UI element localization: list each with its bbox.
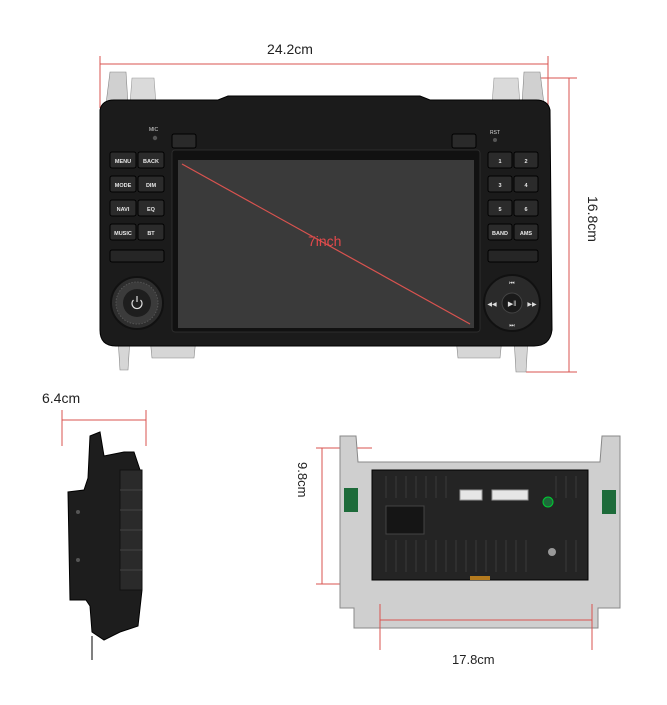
navi-button-label: NAVI — [117, 207, 130, 213]
rewind-icon[interactable]: ◀◀ — [487, 302, 497, 308]
left-slot-button[interactable] — [109, 249, 165, 263]
ams-button[interactable] — [513, 223, 539, 241]
connector-white-1 — [459, 489, 483, 501]
left-button-group: MENU BACK MODE DIM NAVI EQ MUSIC BT — [109, 151, 165, 263]
preset-2-button[interactable] — [513, 151, 539, 169]
rear-vents — [385, 476, 577, 572]
right-button-group: 1 2 3 4 5 6 BAND AMS — [487, 151, 539, 263]
width-label: 24.2cm — [267, 41, 313, 57]
preset-4-button[interactable] — [513, 175, 539, 193]
front-view: 24.2cm 16.8cm 7inch MIC RST — [99, 41, 601, 373]
preset-5-label: 5 — [498, 207, 501, 213]
next-track-icon[interactable]: ⏭ — [509, 323, 515, 329]
green-clip-left — [344, 488, 358, 512]
preset-3-label: 3 — [498, 183, 501, 189]
menu-button-label: MENU — [115, 159, 131, 165]
dim-button[interactable] — [137, 175, 165, 193]
band-button-label: BAND — [492, 231, 508, 237]
green-clip-right — [602, 490, 616, 514]
diagonal-label: 7inch — [308, 233, 341, 249]
play-pause-icon[interactable]: ▶‖ — [508, 301, 516, 308]
navi-button[interactable] — [109, 199, 137, 217]
mode-button-label: MODE — [115, 183, 132, 189]
depth-label: 6.4cm — [42, 390, 80, 406]
flap-left — [171, 133, 197, 149]
eq-button[interactable] — [137, 199, 165, 217]
bracket-top-right — [521, 71, 545, 105]
flap-right — [451, 133, 477, 149]
band-button[interactable] — [487, 223, 513, 241]
ams-button-label: AMS — [520, 231, 533, 237]
bracket-top-left — [105, 71, 129, 105]
screw-port — [548, 548, 556, 556]
side-view: 6.4cm — [42, 390, 147, 660]
menu-button[interactable] — [109, 151, 137, 169]
fuse-indicator — [470, 576, 490, 580]
power-icon — [131, 296, 143, 310]
preset-6-label: 6 — [524, 207, 527, 213]
preset-1-button[interactable] — [487, 151, 513, 169]
bt-button[interactable] — [137, 223, 165, 241]
height-label: 16.8cm — [585, 196, 601, 242]
dim-button-label: DIM — [146, 183, 157, 189]
volume-knob[interactable] — [110, 276, 164, 330]
fast-forward-icon[interactable]: ▶▶ — [527, 302, 537, 308]
preset-4-label: 4 — [524, 183, 528, 189]
back-button[interactable] — [137, 151, 165, 169]
rst-hole[interactable] — [493, 138, 497, 142]
rear-width-label: 17.8cm — [452, 652, 495, 667]
preset-3-button[interactable] — [487, 175, 513, 193]
preset-2-label: 2 — [524, 159, 527, 165]
back-button-label: BACK — [143, 159, 159, 165]
rear-view: 9.8cm — [295, 435, 621, 667]
mode-button[interactable] — [109, 175, 137, 193]
media-control-pad[interactable]: ▶‖ ⏮ ⏭ ◀◀ ▶▶ — [483, 274, 541, 332]
preset-1-label: 1 — [498, 159, 501, 165]
gps-antenna-port — [542, 496, 554, 508]
music-button-label: MUSIC — [114, 231, 132, 237]
rst-label: RST — [490, 130, 500, 136]
connector-block — [385, 505, 425, 535]
right-slot-button[interactable] — [487, 249, 539, 263]
preset-6-button[interactable] — [513, 199, 539, 217]
connector-white-2 — [491, 489, 529, 501]
diagonal-measure-line — [181, 163, 471, 325]
bt-button-label: BT — [147, 231, 155, 237]
preset-5-button[interactable] — [487, 199, 513, 217]
music-button[interactable] — [109, 223, 137, 241]
mic-label: MIC — [149, 127, 159, 133]
previous-track-icon[interactable]: ⏮ — [509, 281, 515, 287]
mic-hole — [152, 135, 158, 141]
eq-button-label: EQ — [147, 207, 156, 213]
rear-height-label: 9.8cm — [295, 462, 310, 497]
